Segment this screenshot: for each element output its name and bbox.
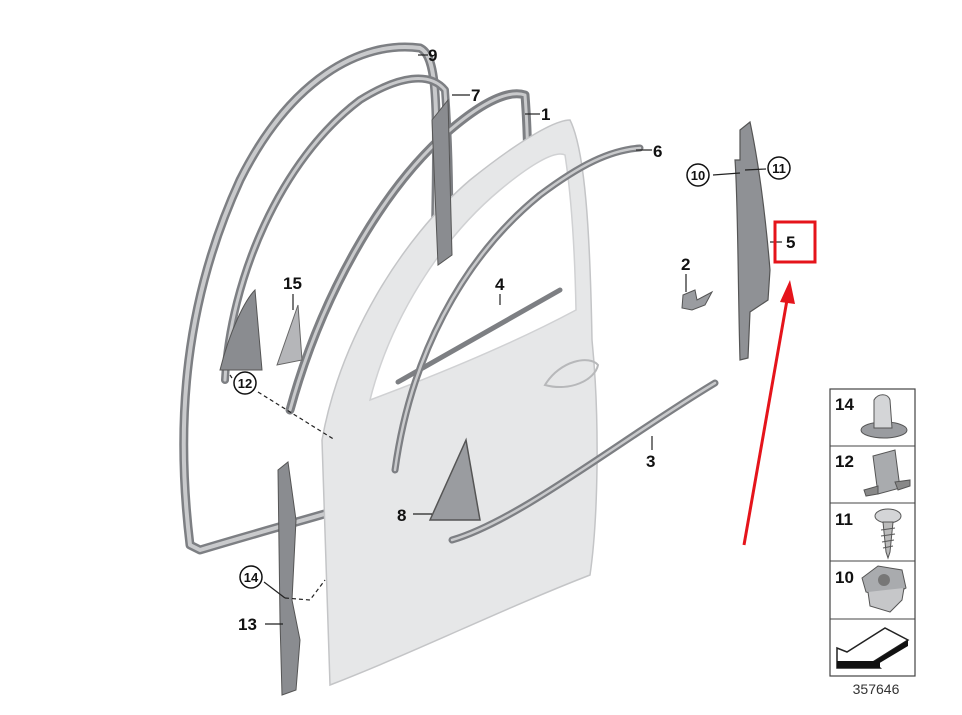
belt-moulding-outer[interactable] — [448, 379, 719, 544]
legend-row-direction — [836, 627, 910, 669]
mirror-triangle[interactable] — [428, 437, 481, 521]
svg-text:10: 10 — [835, 568, 854, 587]
door-seal-13[interactable] — [277, 461, 301, 696]
diagram-number: 357646 — [853, 681, 900, 697]
callout-9[interactable]: 9 — [428, 46, 437, 65]
bracket-2[interactable] — [681, 289, 714, 311]
expanding-nut-icon — [861, 565, 907, 613]
direction-arrow-icon — [836, 627, 910, 669]
legend-row-14[interactable]: 14 — [835, 394, 908, 439]
svg-text:12: 12 — [238, 376, 252, 391]
screw-icon — [874, 508, 902, 560]
svg-text:14: 14 — [244, 570, 259, 585]
svg-text:11: 11 — [772, 161, 786, 176]
callout-1[interactable]: 1 — [541, 105, 550, 124]
callout-13[interactable]: 13 — [238, 615, 257, 634]
callout-10[interactable]: 10 — [686, 163, 710, 187]
leader-lines — [229, 54, 782, 625]
callout-5[interactable]: 5 — [786, 233, 795, 252]
svg-text:14: 14 — [835, 395, 854, 414]
callout-15[interactable]: 15 — [283, 274, 302, 293]
legend-row-12[interactable]: 12 — [835, 449, 911, 497]
svg-text:12: 12 — [835, 452, 854, 471]
callout-12[interactable]: 12 — [233, 371, 257, 395]
highlight-box — [773, 220, 817, 264]
fastener-legend: 14 12 11 10 — [829, 388, 916, 677]
callout-3[interactable]: 3 — [646, 452, 655, 471]
svg-text:11: 11 — [835, 510, 853, 529]
spring-clip-icon — [863, 449, 911, 497]
b-pillar-cover[interactable] — [734, 120, 771, 361]
callout-4[interactable]: 4 — [495, 275, 505, 294]
callout-7[interactable]: 7 — [471, 86, 480, 105]
svg-text:10: 10 — [691, 168, 705, 183]
callout-11[interactable]: 11 — [767, 156, 791, 180]
clip-nut-icon — [860, 394, 908, 439]
callout-2[interactable]: 2 — [681, 255, 690, 274]
pillar-trim-15[interactable] — [276, 304, 303, 366]
belt-seal-inner[interactable] — [395, 287, 563, 385]
legend-row-11[interactable]: 11 — [835, 508, 902, 560]
window-channel[interactable] — [391, 144, 644, 474]
callout-6[interactable]: 6 — [653, 142, 662, 161]
highlight-arrow — [742, 280, 795, 546]
callout-14[interactable]: 14 — [239, 565, 263, 589]
callout-8[interactable]: 8 — [397, 506, 406, 525]
legend-row-10[interactable]: 10 — [835, 565, 907, 613]
